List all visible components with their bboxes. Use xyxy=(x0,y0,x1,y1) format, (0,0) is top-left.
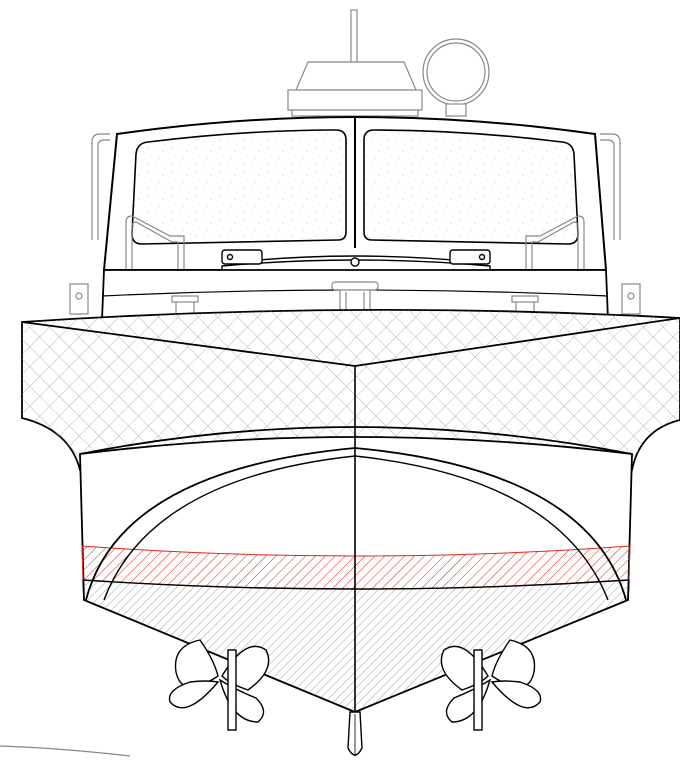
hull-bottom-antifouling xyxy=(82,579,630,713)
radar-dome xyxy=(287,61,423,117)
window-grab-bar-left xyxy=(125,215,185,272)
reference-line xyxy=(0,745,131,757)
cabin-grab-rail-right xyxy=(600,133,621,240)
antenna-mast xyxy=(350,9,358,63)
windshield-left xyxy=(131,129,347,245)
propeller-right xyxy=(440,639,542,731)
searchlight xyxy=(422,38,490,117)
propeller-left xyxy=(168,639,270,731)
window-grab-bar-right xyxy=(525,215,585,272)
cabin-grab-rail-left xyxy=(91,133,110,240)
windshield-right xyxy=(363,129,579,245)
fender-band-hatch xyxy=(22,309,680,470)
